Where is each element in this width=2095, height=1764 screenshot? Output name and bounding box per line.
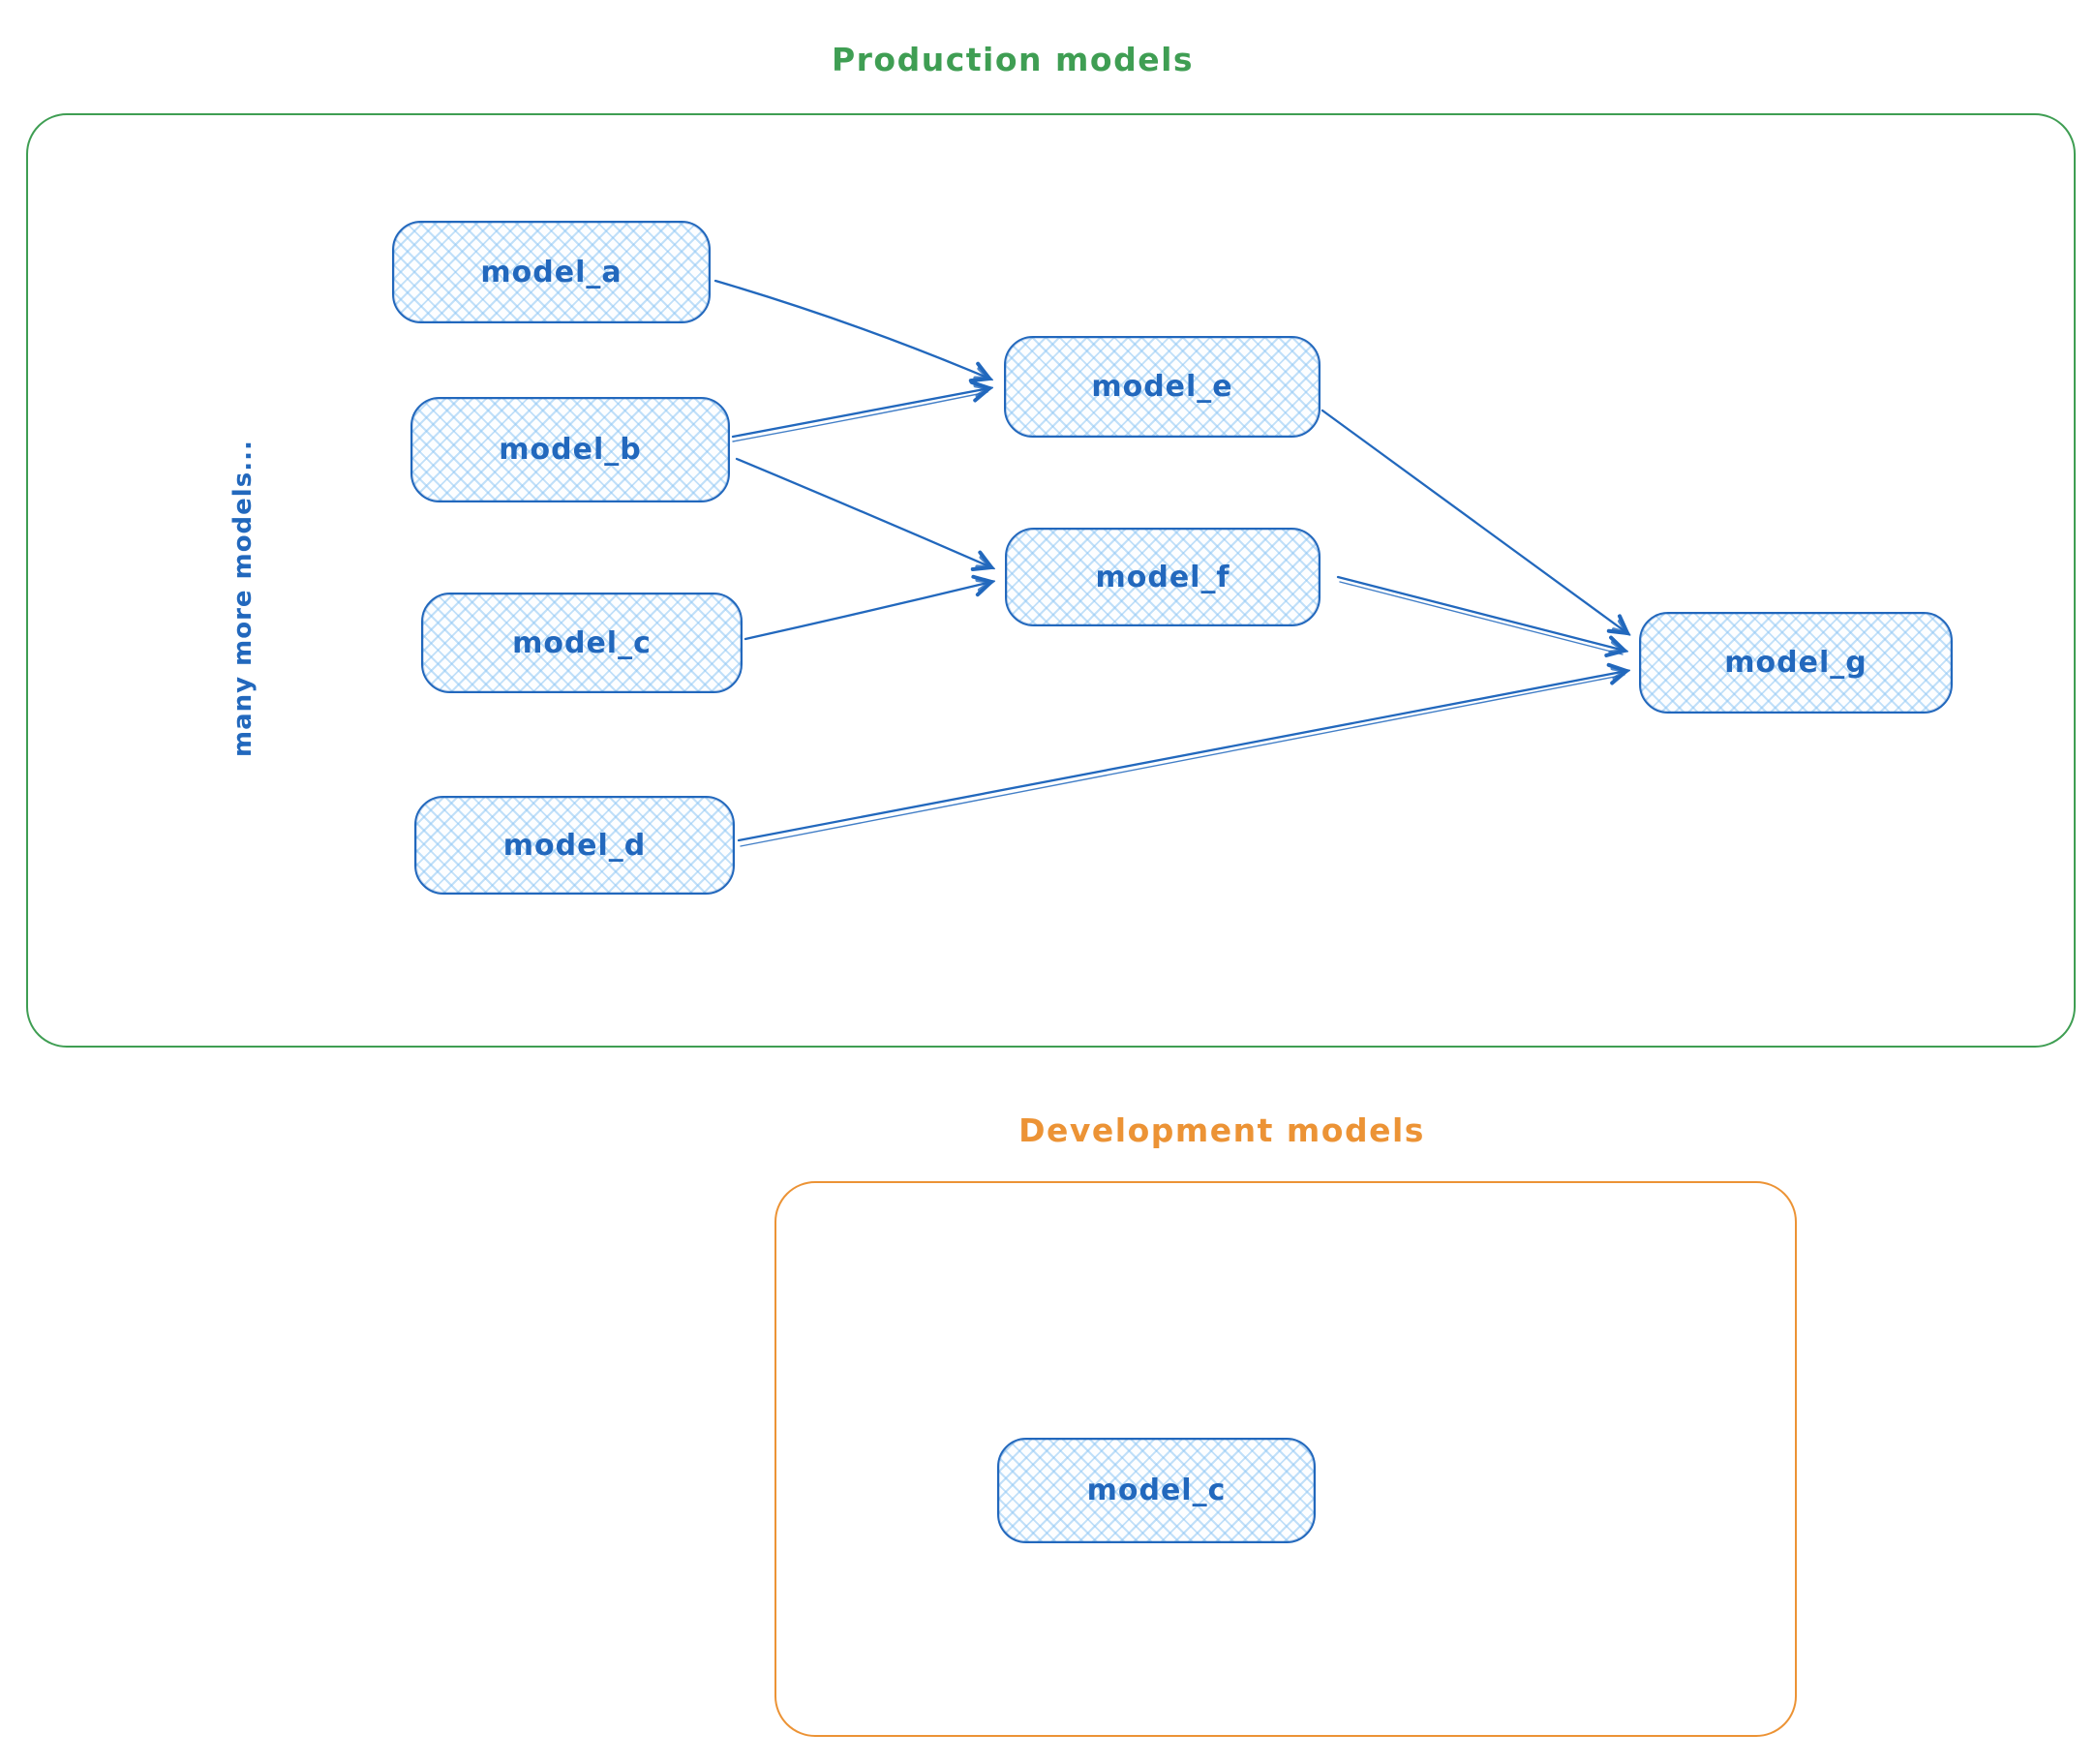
node-model-g-label: model_g bbox=[1724, 646, 1867, 680]
many-more-models-note: many more models... bbox=[228, 440, 258, 757]
node-model-g[interactable]: model_g bbox=[1639, 612, 1953, 714]
node-model-c-label: model_c bbox=[512, 625, 652, 660]
node-model-e[interactable]: model_e bbox=[1004, 336, 1321, 438]
node-model-d-label: model_d bbox=[502, 828, 647, 863]
development-frame-title: Development models bbox=[1018, 1111, 1425, 1149]
node-model-a[interactable]: model_a bbox=[392, 221, 711, 323]
node-model-c[interactable]: model_c bbox=[421, 593, 743, 693]
node-model-a-label: model_a bbox=[480, 255, 622, 289]
production-frame[interactable] bbox=[26, 113, 2076, 1048]
node-model-d[interactable]: model_d bbox=[414, 796, 735, 895]
node-model-f[interactable]: model_f bbox=[1005, 528, 1321, 626]
node-model-c-development[interactable]: model_c bbox=[997, 1438, 1316, 1543]
development-frame[interactable] bbox=[774, 1181, 1797, 1737]
node-model-b-label: model_b bbox=[499, 433, 642, 467]
node-model-c-development-label: model_c bbox=[1086, 1474, 1227, 1507]
node-model-b[interactable]: model_b bbox=[410, 397, 730, 502]
node-model-f-label: model_f bbox=[1095, 560, 1230, 594]
production-frame-title: Production models bbox=[831, 41, 1195, 78]
node-model-e-label: model_e bbox=[1091, 370, 1233, 404]
